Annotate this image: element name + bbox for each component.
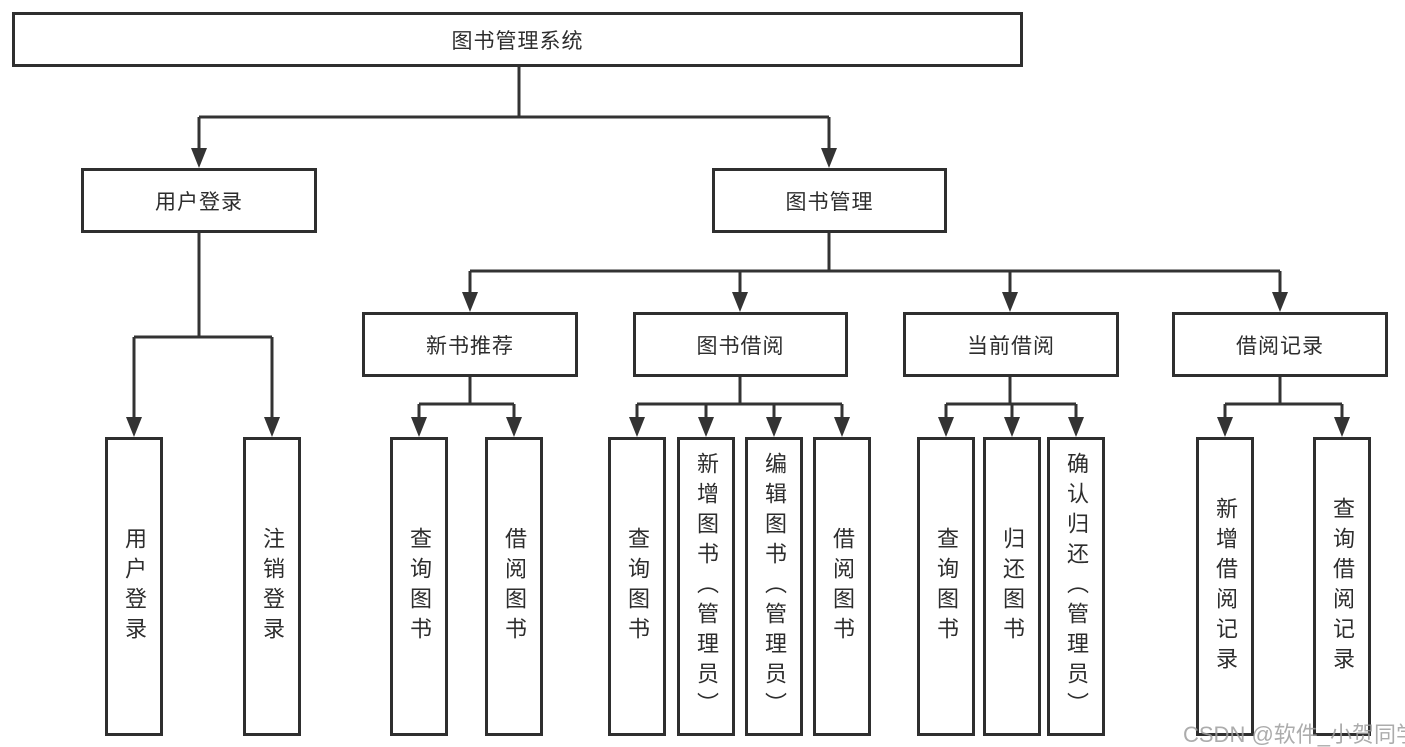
arrow-head-icon xyxy=(506,417,522,437)
leaf-return-books: 归还图书 xyxy=(983,437,1041,736)
leaf-recommend-borrow-books: 借阅图书 xyxy=(485,437,543,736)
node-current-borrow: 当前借阅 xyxy=(903,312,1119,377)
leaf-current-query-books: 查询图书 xyxy=(917,437,975,736)
arrow-head-icon xyxy=(834,417,850,437)
leaf-add-books-admin: 新增图书（管理员） xyxy=(677,437,735,736)
leaf-user-login: 用户登录 xyxy=(105,437,163,736)
leaf-query-borrow-record: 查询借阅记录 xyxy=(1313,437,1371,736)
connector-recommend-to-leaves xyxy=(417,377,516,421)
connector-root-to-level2 xyxy=(197,67,831,152)
connector-records-to-leaves xyxy=(1223,377,1344,421)
leaf-logout: 注销登录 xyxy=(243,437,301,736)
arrow-heads xyxy=(126,148,1350,437)
connector-bookmgmt-to-level3 xyxy=(468,233,1282,296)
node-borrow-records: 借阅记录 xyxy=(1172,312,1388,377)
node-library-system: 图书管理系统 xyxy=(12,12,1023,67)
connector-current-to-leaves xyxy=(944,377,1078,421)
arrow-head-icon xyxy=(1002,292,1018,312)
leaf-borrow-borrow-books: 借阅图书 xyxy=(813,437,871,736)
leaf-recommend-query-books: 查询图书 xyxy=(390,437,448,736)
leaf-add-borrow-record: 新增借阅记录 xyxy=(1196,437,1254,736)
leaf-edit-books-admin: 编辑图书（管理员） xyxy=(745,437,803,736)
arrow-head-icon xyxy=(126,417,142,437)
arrow-head-icon xyxy=(411,417,427,437)
connector-userlogin-to-leaves xyxy=(132,233,274,421)
arrow-head-icon xyxy=(1272,292,1288,312)
arrow-head-icon xyxy=(766,417,782,437)
arrow-head-icon xyxy=(191,148,207,168)
arrow-head-icon xyxy=(1217,417,1233,437)
node-book-management: 图书管理 xyxy=(712,168,947,233)
arrow-head-icon xyxy=(938,417,954,437)
arrow-head-icon xyxy=(1068,417,1084,437)
node-new-book-recommend: 新书推荐 xyxy=(362,312,578,377)
arrow-head-icon xyxy=(629,417,645,437)
watermark-text: CSDN @软件_小贺同学 xyxy=(1183,722,1405,747)
leaf-confirm-return-admin: 确认归还（管理员） xyxy=(1047,437,1105,736)
arrow-head-icon xyxy=(821,148,837,168)
node-book-borrow: 图书借阅 xyxy=(633,312,848,377)
arrow-head-icon xyxy=(264,417,280,437)
connector-borrow-to-leaves xyxy=(635,377,844,421)
connector-paths xyxy=(132,67,1344,421)
arrow-head-icon xyxy=(698,417,714,437)
leaf-borrow-query-books: 查询图书 xyxy=(608,437,666,736)
arrow-head-icon xyxy=(1334,417,1350,437)
arrow-head-icon xyxy=(1004,417,1020,437)
arrow-head-icon xyxy=(732,292,748,312)
node-user-login: 用户登录 xyxy=(81,168,317,233)
arrow-head-icon xyxy=(462,292,478,312)
